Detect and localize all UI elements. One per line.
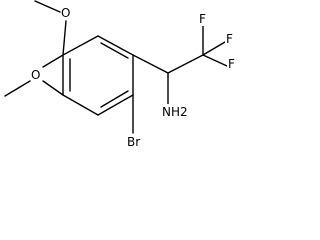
fluorine-label-right: F: [226, 32, 233, 46]
fluorine-label-top: F: [199, 12, 206, 26]
label-mask-f2: [225, 32, 235, 46]
bond-ring-o1: [62, 20, 67, 56]
label-mask-o1: [61, 5, 72, 20]
oxygen-label-upper: O: [61, 6, 70, 20]
side-chain: [132, 25, 228, 105]
methoxy-group-upper: [34, 0, 67, 56]
label-mask-f3: [227, 57, 237, 71]
bond-ring-ch: [132, 54, 169, 74]
label-mask-f1: [198, 12, 208, 26]
bond-o2-methyl: [4, 80, 31, 97]
ring-bond-bottom-right: [97, 94, 134, 116]
label-mask-n: [160, 104, 188, 119]
ring-bond-bottom-left: [62, 94, 99, 116]
bond-o1-methyl: [34, 0, 61, 13]
bond-cf3-f2: [202, 41, 226, 56]
ring-bond-bottom-right-inner: [100, 90, 129, 108]
fluorine-label-lower-right: F: [228, 57, 235, 71]
bromine-label: Br: [127, 135, 140, 149]
ring-bond-top: [97, 35, 134, 56]
benzene-ring: [62, 35, 134, 116]
oxygen-label-lower: O: [31, 68, 40, 82]
amine-label: NH2: [162, 105, 188, 119]
ring-bond-top-left: [62, 35, 99, 56]
bond-ring-o2: [42, 54, 64, 68]
bond-ch-cf3: [167, 54, 204, 74]
chemical-structure: O O F F F NH2 Br: [4, 0, 237, 149]
methoxy-group-lower: [4, 54, 64, 97]
bond-ring-o2-b: [42, 80, 64, 96]
atom-labels: O O F F F NH2 Br: [31, 5, 237, 149]
ring-bond-top-inner: [100, 42, 129, 59]
bond-cf3-f3: [202, 54, 228, 67]
label-mask-o2: [31, 67, 42, 82]
label-mask-br: [125, 134, 145, 149]
